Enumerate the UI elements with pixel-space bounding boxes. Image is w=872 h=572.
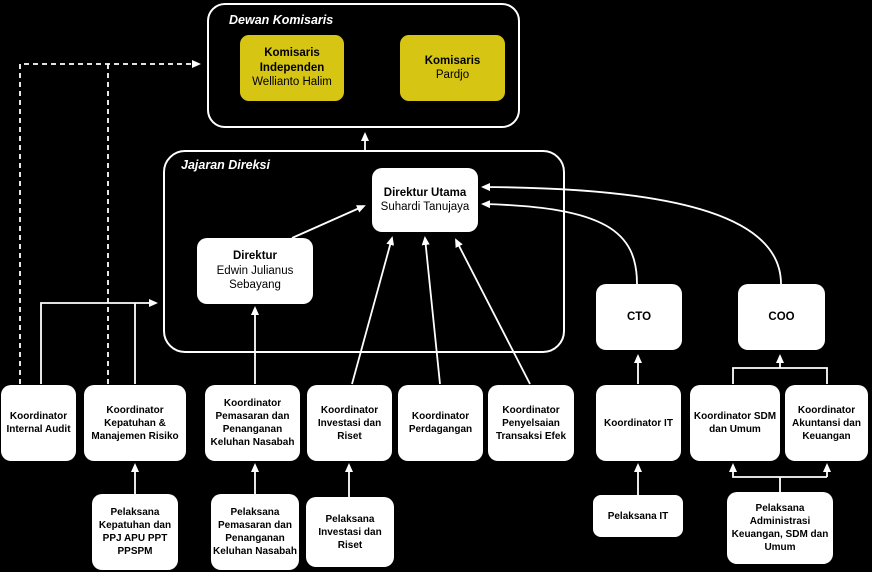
node-koordinator-it: Koordinator IT [596,385,681,461]
edge-dashed-audit-to-dewan [19,60,201,384]
node-koordinator-penyelesaian-label: Koordinator Penyelsaian Transaksi Efek [495,404,567,442]
node-pelaksana-pemasaran-label: Pelaksana Pemasaran dan Penanganan Keluh… [213,507,297,557]
node-koordinator-pemasaran: Koordinator Pemasaran dan Penanganan Kel… [205,385,300,461]
node-coo: COO [738,284,825,350]
node-koordinator-perdagangan-label: Koordinator Perdagangan [408,411,473,435]
node-pelaksana-administrasi-label: Pelaksana Administrasi Keuangan, SDM dan… [731,503,829,553]
node-pelaksana-administrasi: Pelaksana Administrasi Keuangan, SDM dan… [727,492,833,564]
node-direktur-utama: Direktur Utama Suhardi Tanujaya [372,168,478,232]
node-komisaris-title: Komisaris [424,54,481,67]
node-komisaris-independen: Komisaris Independen Wellianto Halim [240,35,344,101]
edge-cto-to-utama [481,200,638,285]
node-direktur: Direktur Edwin Julianus Sebayang [197,238,313,304]
node-pelaksana-pemasaran: Pelaksana Pemasaran dan Penanganan Keluh… [211,494,299,570]
node-koordinator-internal-audit: Koordinator Internal Audit [1,385,76,461]
edge-investasi-to-utama [351,236,395,385]
node-koordinator-internal-audit-label: Koordinator Internal Audit [6,411,71,435]
node-direktur-utama-name: Suhardi Tanujaya [380,201,470,213]
node-cto-title: CTO [626,310,652,323]
node-koordinator-kepatuhan-label: Koordinator Kepatuhan & Manajemen Risiko [91,404,179,442]
node-pelaksana-investasi: Pelaksana Investasi dan Riset [306,497,394,567]
node-komisaris-name: Pardjo [435,69,470,81]
node-koordinator-akuntansi-label: Koordinator Akuntansi dan Keuangan [792,404,861,442]
edge-sdm-akuntansi-bracket [732,367,828,384]
node-coo-title: COO [768,310,795,323]
group-dewan-komisaris-title: Dewan Komisaris [229,13,334,27]
edge-direktur-to-utama [291,205,366,239]
edge-coo-to-utama [481,183,782,285]
group-jajaran-direksi-title: Jajaran Direksi [181,158,270,172]
node-pelaksana-kepatuhan: Pelaksana Kepatuhan dan PPJ APU PPT PPSP… [92,494,178,570]
node-komisaris-independen-name: Wellianto Halim [252,76,332,89]
node-koordinator-it-label: Koordinator IT [604,417,673,429]
edge-penyelesaian-to-utama [455,238,531,385]
node-koordinator-akuntansi: Koordinator Akuntansi dan Keuangan [785,385,868,461]
edge-perdagangan-to-utama [421,236,441,385]
node-koordinator-penyelesaian: Koordinator Penyelsaian Transaksi Efek [488,385,574,461]
node-koordinator-investasi-label: Koordinator Investasi dan Riset [317,404,382,442]
edge-audit-to-jajaran [40,299,158,384]
node-direktur-name: Edwin Julianus Sebayang [216,264,294,292]
edge-adm-bracket-to-sdm [729,463,827,478]
node-komisaris: Komisaris Pardjo [400,35,505,101]
node-koordinator-perdagangan: Koordinator Perdagangan [398,385,483,461]
node-koordinator-sdm: Koordinator SDM dan Umum [690,385,780,461]
node-koordinator-sdm-label: Koordinator SDM dan Umum [693,411,777,435]
node-koordinator-investasi: Koordinator Investasi dan Riset [307,385,392,461]
node-direktur-utama-title: Direktur Utama [383,186,467,199]
node-koordinator-kepatuhan: Koordinator Kepatuhan & Manajemen Risiko [84,385,186,461]
node-cto: CTO [596,284,682,350]
node-pelaksana-it-label: Pelaksana IT [607,510,669,522]
node-pelaksana-it: Pelaksana IT [593,495,683,537]
node-koordinator-pemasaran-label: Koordinator Pemasaran dan Penanganan Kel… [210,398,295,448]
node-pelaksana-kepatuhan-label: Pelaksana Kepatuhan dan PPJ APU PPT PPSP… [98,507,172,557]
node-komisaris-independen-title: Komisaris Independen [259,47,325,74]
node-pelaksana-investasi-label: Pelaksana Investasi dan Riset [318,513,382,551]
node-direktur-title: Direktur [232,250,278,263]
